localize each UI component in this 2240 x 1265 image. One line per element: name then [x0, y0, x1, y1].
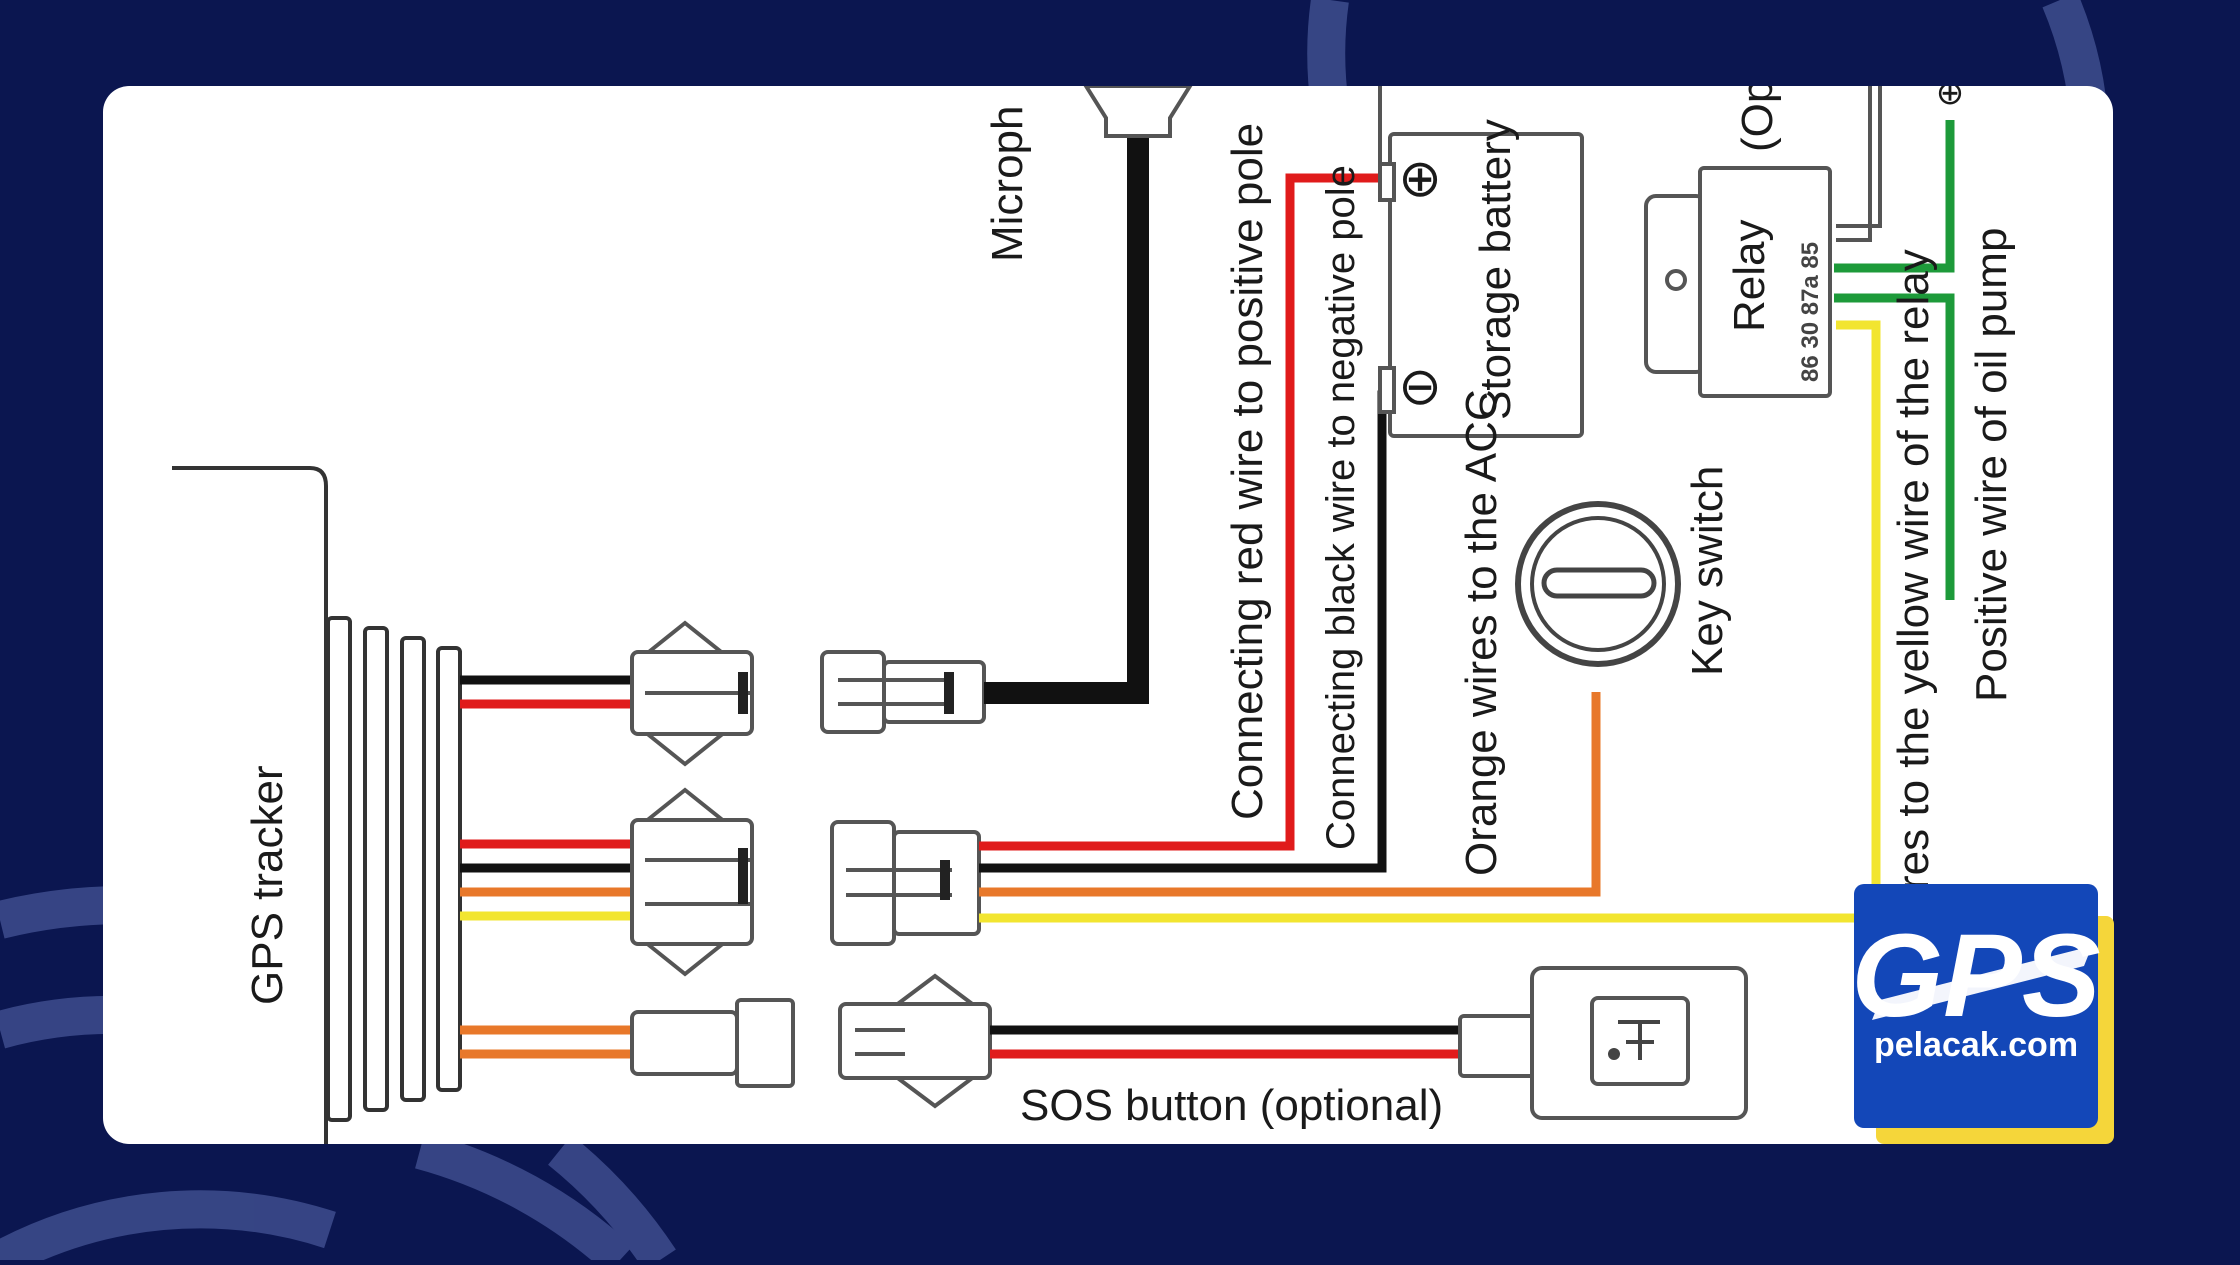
- storage-battery: [1378, 86, 1584, 438]
- label-microphone: Microph: [983, 106, 1032, 263]
- relay-top-plus: ⊕: [1936, 74, 1965, 112]
- label-gps-tracker: GPS tracker: [243, 765, 292, 1005]
- sos-button: [1458, 966, 1748, 1120]
- tracker-fin-1: [326, 616, 352, 1122]
- microphone-head: [1082, 86, 1194, 138]
- row2-right-socket: [830, 820, 981, 946]
- left-connectors: [630, 620, 795, 1088]
- diagram-panel: [103, 86, 2113, 1144]
- logo-swoosh: [1872, 946, 2092, 1020]
- logo-badge: [1854, 884, 2098, 1128]
- green-wire-2: [1834, 293, 1955, 600]
- label-key-switch: Key switch: [1683, 466, 1732, 676]
- green-wires: [1834, 120, 1955, 600]
- green-wire-1: [1834, 120, 1955, 273]
- row2-wires: [460, 839, 640, 921]
- label-orange-wires: Orange wires to the ACC: [1457, 389, 1506, 876]
- red-wire-to-positive: [979, 173, 1388, 851]
- row1-left-plug: [630, 620, 754, 767]
- battery-minus-icon: ⊖: [1398, 358, 1442, 416]
- microphone: [984, 86, 1194, 704]
- right-connectors: [820, 650, 992, 1109]
- bg-arc-left-2: [0, 995, 121, 1049]
- relay: [1644, 86, 1882, 398]
- bg-arc-left-1: [0, 886, 121, 939]
- battery-plus-icon: ⊕: [1398, 150, 1442, 208]
- label-oil-pump: Positive wire of oil pump: [1967, 228, 2016, 702]
- logo-brand-text: GPS: [1851, 910, 2100, 1042]
- row3-right-socket: [838, 973, 992, 1109]
- label-storage-battery: Storage battery: [1471, 119, 1520, 420]
- label-relay: Relay: [1725, 220, 1774, 333]
- sos-wires: [990, 1025, 1465, 1059]
- gps-tracker: [172, 466, 462, 1144]
- label-yellow-wires: res to the yellow wire of the relay: [1889, 249, 1938, 890]
- label-relay-optional: (Opt: [1733, 66, 1782, 152]
- yellow-wire-to-relay: [979, 320, 1881, 923]
- orange-wire-to-acc: [979, 692, 1601, 897]
- bg-arc-bottom-2: [547, 1135, 676, 1265]
- tracker-fin-3: [400, 636, 426, 1102]
- tracker-fin-2: [363, 626, 389, 1112]
- microphone-cable: [984, 135, 1149, 704]
- tracker-fin-4: [436, 646, 462, 1092]
- logo-domain-text: pelacak.com: [1874, 1026, 2078, 1064]
- gps-pelacak-logo: GPS pelacak.com: [1851, 884, 2114, 1144]
- row1-right-socket: [820, 650, 986, 734]
- label-black-wire: Connecting black wire to negative pole: [1319, 165, 1363, 850]
- row1-wires: [460, 675, 640, 709]
- label-sos-button: SOS button (optional): [1020, 1081, 1443, 1130]
- bg-arc-left-3: [0, 1190, 336, 1265]
- label-relay-pins: 86 30 87a 85: [1797, 242, 1824, 382]
- row3-left-plug: [630, 998, 795, 1088]
- row2-left-plug: [630, 787, 754, 977]
- row3-wires: [460, 1025, 640, 1059]
- key-switch: [1515, 501, 1681, 667]
- label-red-wire: Connecting red wire to positive pole: [1223, 123, 1272, 820]
- bg-arc-bottom-1: [414, 1131, 633, 1265]
- tracker-outline: [172, 466, 328, 1144]
